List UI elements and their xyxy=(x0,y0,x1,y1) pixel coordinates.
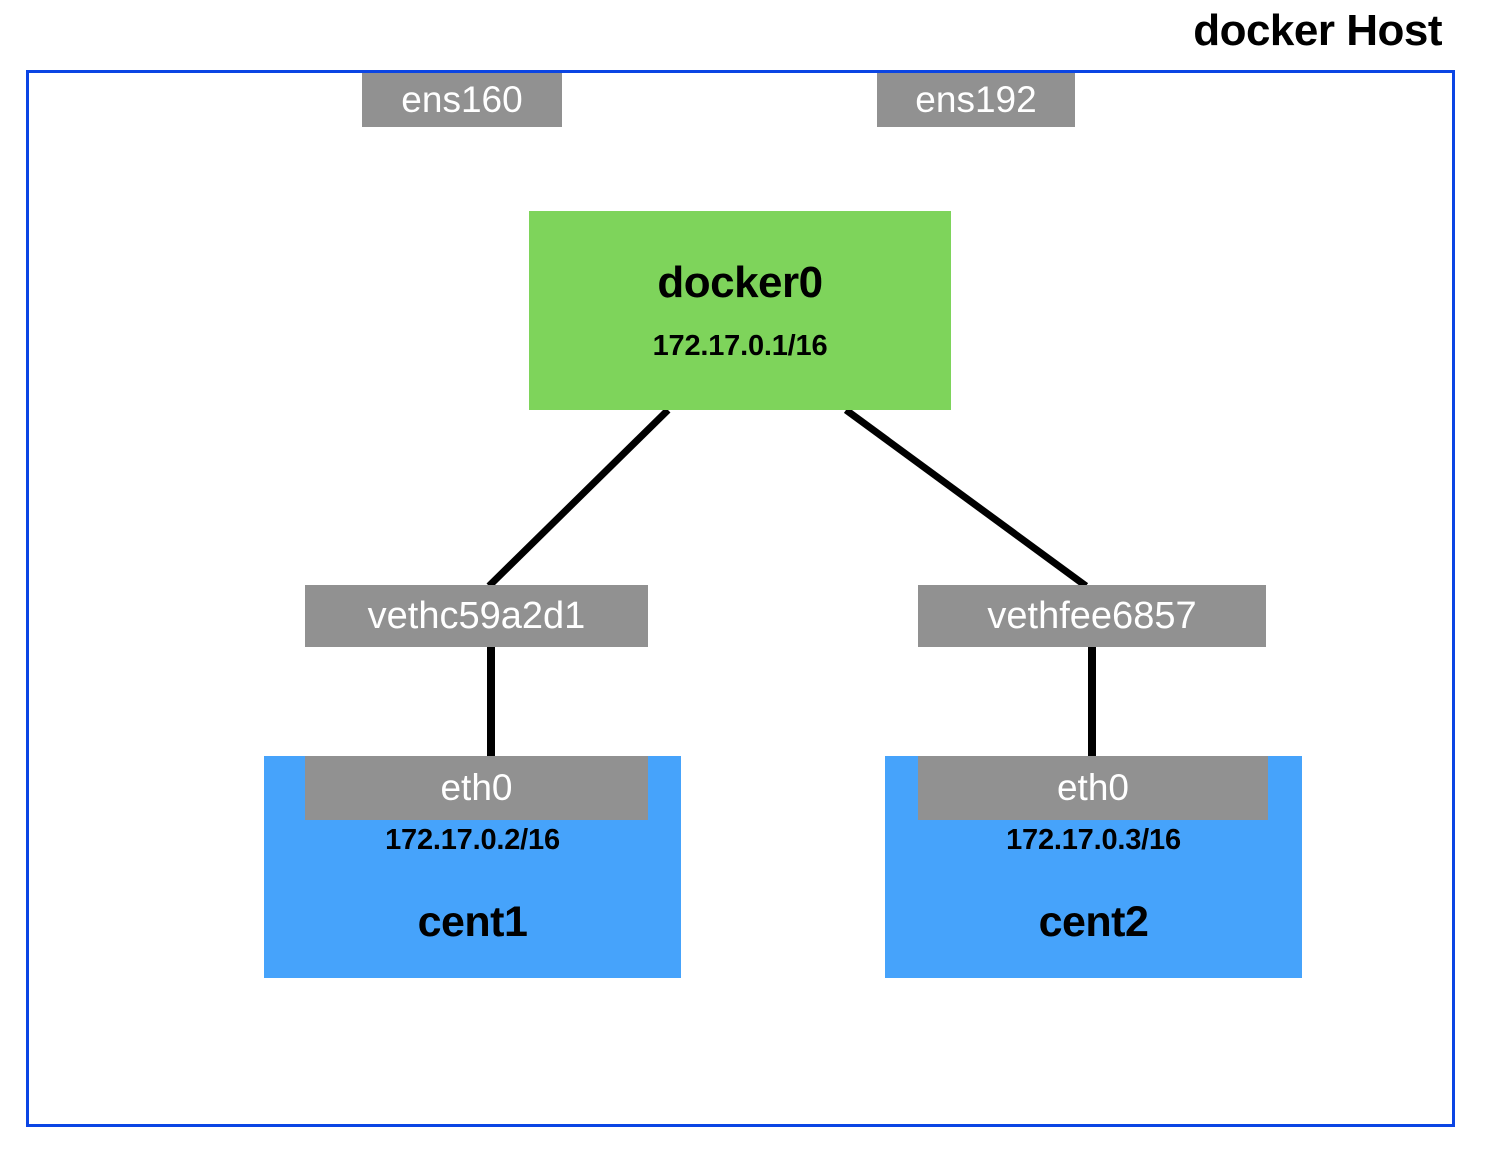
container-cent2-eth0-interface[interactable]: eth0 xyxy=(918,756,1268,820)
container-cent1-name: cent1 xyxy=(417,898,528,946)
container-cent1-address: 172.17.0.2/16 xyxy=(385,824,560,856)
container-cent1[interactable]: eth0 172.17.0.2/16 cent1 xyxy=(264,756,681,978)
host-interface-ens192[interactable]: ens192 xyxy=(877,73,1075,127)
page-title: docker Host xyxy=(1193,6,1442,55)
host-interface-ens160[interactable]: ens160 xyxy=(362,73,562,127)
veth-interface-vethfee6857[interactable]: vethfee6857 xyxy=(918,585,1266,647)
veth-interface-vethc59a2d1[interactable]: vethc59a2d1 xyxy=(305,585,648,647)
docker-host-boundary xyxy=(26,70,1455,1127)
docker0-bridge[interactable]: docker0 172.17.0.1/16 xyxy=(529,211,951,410)
container-cent1-eth0-interface[interactable]: eth0 xyxy=(305,756,648,820)
container-cent2[interactable]: eth0 172.17.0.3/16 cent2 xyxy=(885,756,1302,978)
container-cent2-address: 172.17.0.3/16 xyxy=(1006,824,1181,856)
docker0-bridge-address: 172.17.0.1/16 xyxy=(652,330,828,362)
docker0-bridge-name: docker0 xyxy=(657,258,823,307)
container-cent2-name: cent2 xyxy=(1038,898,1149,946)
